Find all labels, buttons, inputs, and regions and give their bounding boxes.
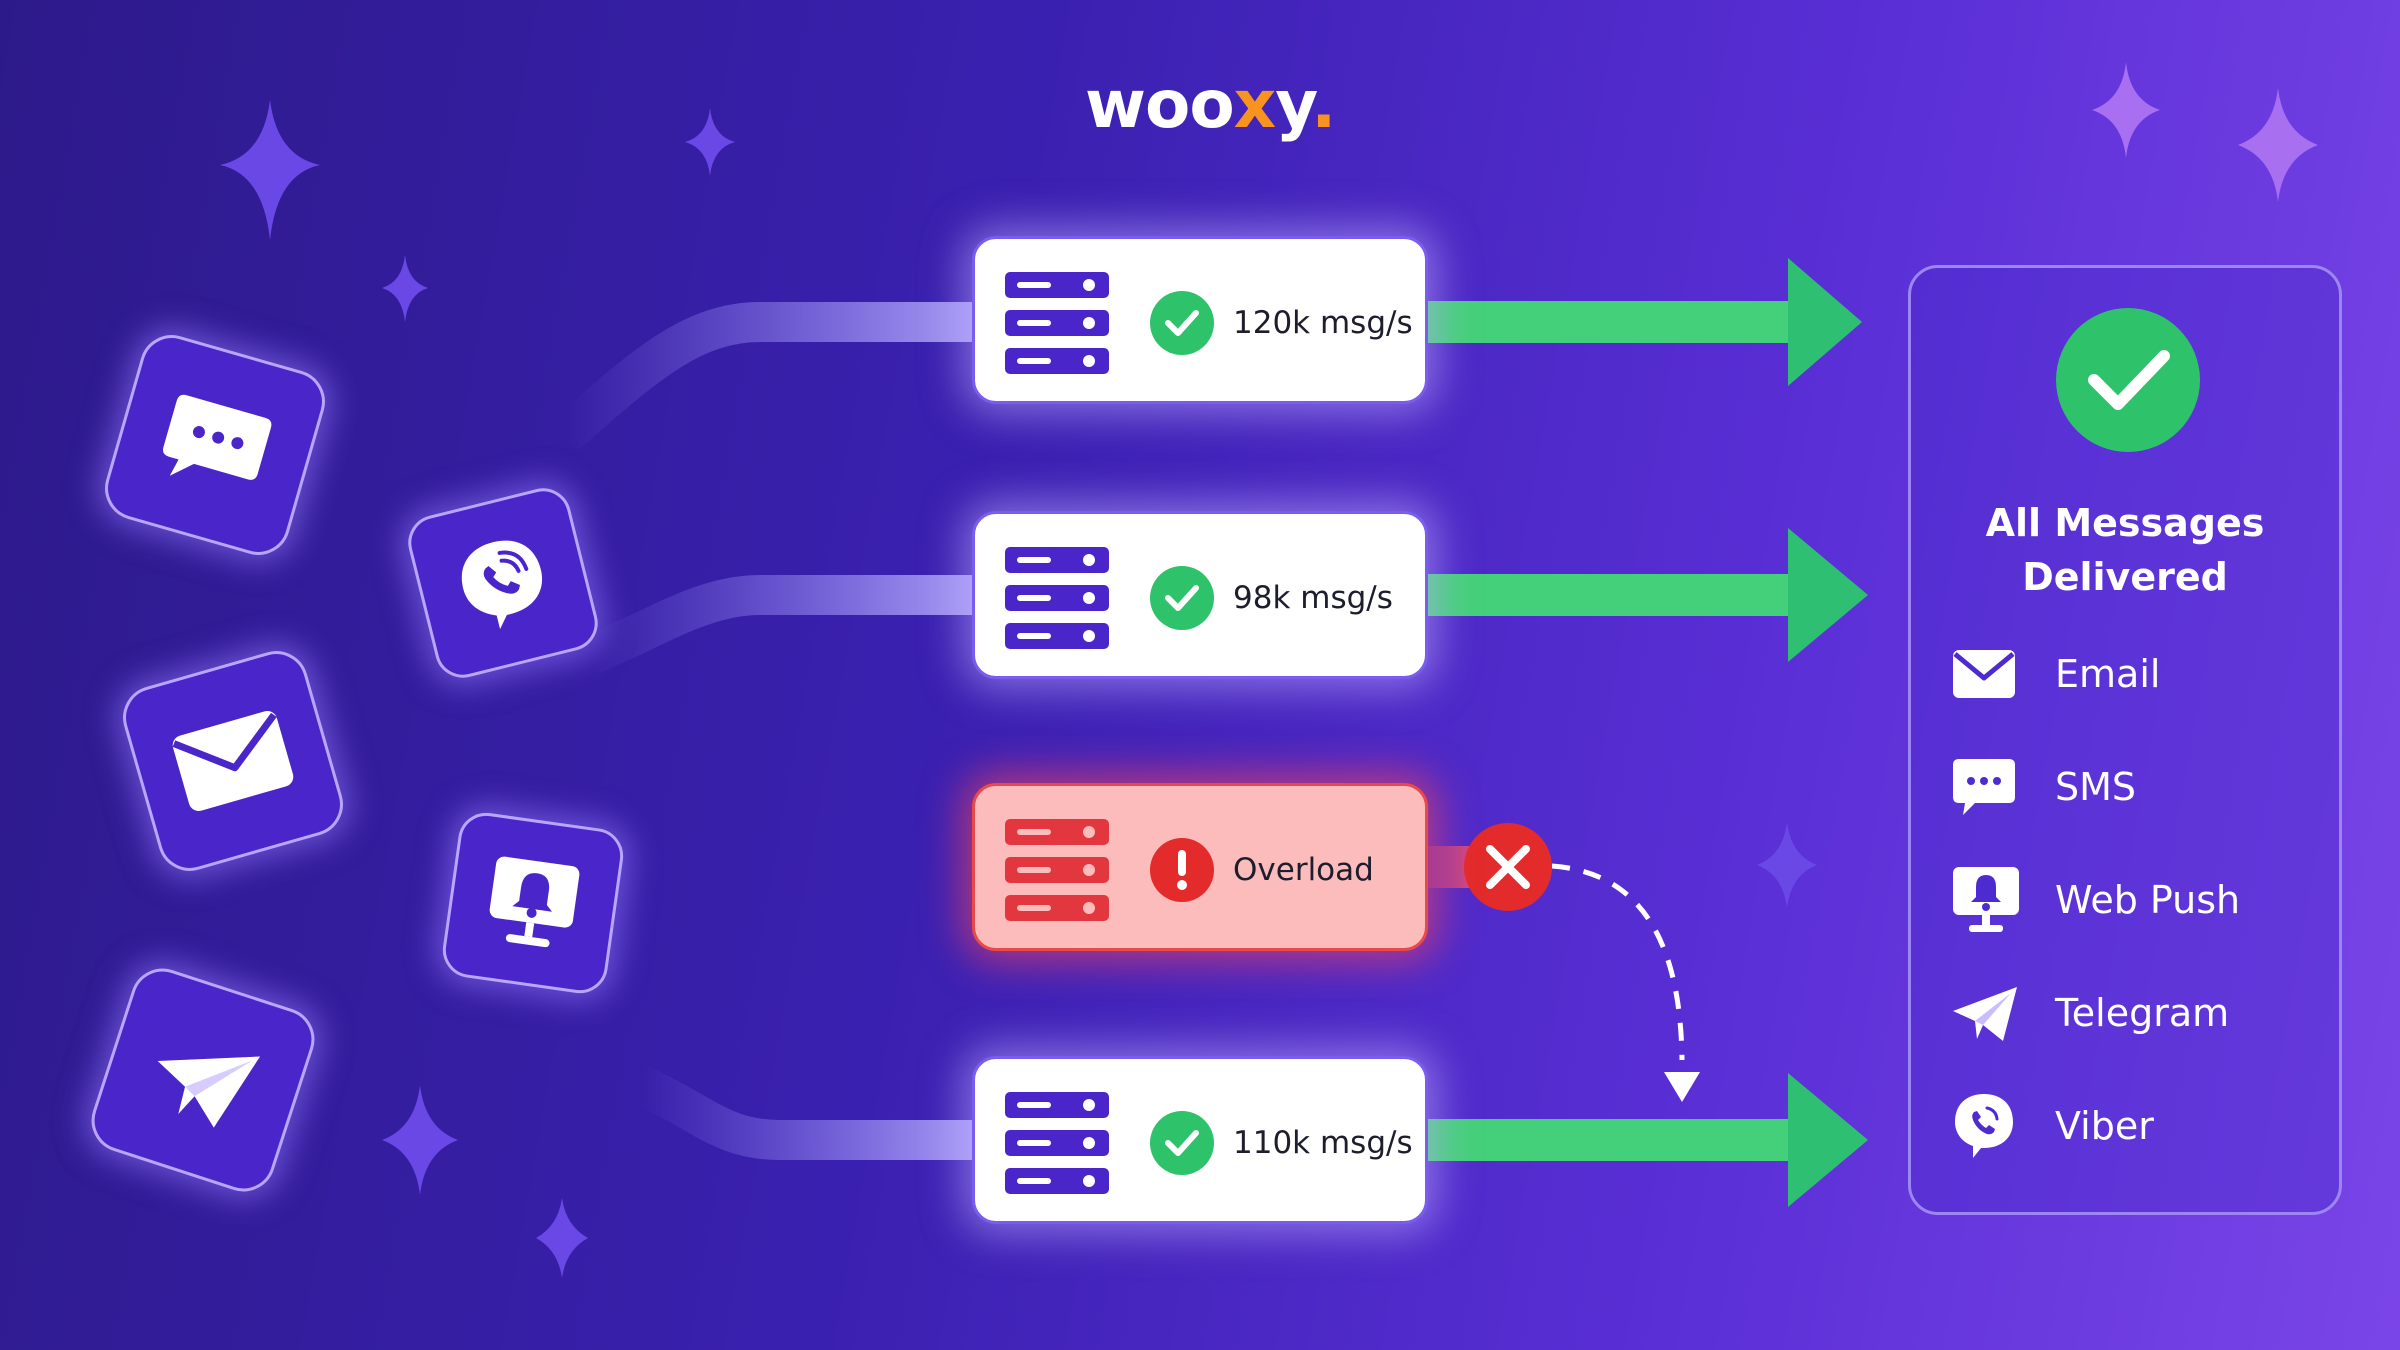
- source-telegram-tile: [83, 960, 323, 1200]
- sparkle-icon: [382, 255, 428, 322]
- exclamation-icon: [1177, 850, 1187, 890]
- failure-marker: [1464, 823, 1552, 911]
- channel-item-web-push: Web Push: [1951, 864, 2240, 977]
- channel-item-sms: SMS: [1951, 751, 2240, 864]
- channel-label: SMS: [2055, 765, 2137, 809]
- paper-plane-icon: [1953, 987, 2017, 1041]
- web-push-icon: [1953, 867, 2019, 932]
- throughput-label: 120k msg/s: [1233, 305, 1413, 341]
- server-rack-icon: [1005, 1092, 1109, 1194]
- chat-bubble-icon: [163, 394, 272, 480]
- status-ok-badge: [1150, 1111, 1214, 1175]
- arrow-4-shaft: [1428, 1119, 1790, 1161]
- incoming-lane-4: [632, 1066, 972, 1160]
- sparkle-icon: [382, 1085, 458, 1195]
- delivered-panel: All Messages Delivered Email SMS Web P: [1908, 265, 2342, 1215]
- envelope-icon: [172, 710, 294, 812]
- sparkle-icon: [685, 108, 735, 176]
- reroute-path: [1551, 863, 1685, 1061]
- server-card-4: 110k msg/s: [972, 1056, 1428, 1224]
- channel-item-viber: Viber: [1951, 1090, 2240, 1203]
- source-webpush-tile: [439, 809, 627, 997]
- sparkle-icon: [220, 100, 320, 240]
- server-rack-icon: [1005, 819, 1109, 921]
- sparkle-icon: [1757, 822, 1817, 908]
- channel-item-telegram: Telegram: [1951, 977, 2240, 1090]
- channel-label: Email: [2055, 652, 2161, 696]
- check-icon: [1165, 310, 1199, 336]
- check-icon: [2088, 350, 2170, 410]
- wooxy-logo: wooxy.: [1085, 72, 1336, 138]
- incoming-lane-1: [551, 302, 972, 451]
- reroute-arrowhead: [1664, 1072, 1700, 1102]
- server-rack-icon: [1005, 272, 1109, 374]
- server-rack-icon: [1005, 547, 1109, 649]
- source-email-tile: [115, 643, 351, 879]
- outgoing-arrows: [1428, 258, 1868, 1207]
- arrow-2-head: [1788, 528, 1868, 662]
- viber-icon: [461, 540, 542, 630]
- channel-list: Email SMS Web Push Telegram: [1951, 638, 2240, 1203]
- server-card-2: 98k msg/s: [972, 511, 1428, 679]
- server-card-3-overload: Overload: [972, 783, 1428, 951]
- arrow-2-shaft: [1428, 574, 1790, 616]
- status-ok-badge: [1150, 566, 1214, 630]
- arrow-1-shaft: [1428, 301, 1790, 343]
- panel-title-line-2: Delivered: [2022, 555, 2228, 599]
- viber-icon: [1955, 1094, 2013, 1158]
- delivered-status-badge: [2056, 308, 2200, 452]
- logo-text-a: woo: [1085, 66, 1235, 143]
- throughput-label: 98k msg/s: [1233, 580, 1393, 616]
- panel-title-line-1: All Messages: [1985, 501, 2265, 545]
- logo-text-b: y: [1275, 66, 1312, 143]
- source-viber-tile: [402, 482, 604, 684]
- overload-label: Overload: [1233, 852, 1374, 888]
- logo-dot: .: [1311, 66, 1336, 143]
- sparkle-decorations: [220, 100, 1817, 1278]
- channel-label: Telegram: [2055, 991, 2230, 1035]
- panel-title: All Messages Delivered: [1911, 496, 2339, 604]
- source-sms-tile: [97, 327, 333, 563]
- chat-bubble-icon: [1953, 759, 2015, 815]
- channel-label: Web Push: [2055, 878, 2241, 922]
- channel-label: Viber: [2055, 1104, 2154, 1148]
- sparkle-icon: [2238, 88, 2318, 202]
- server-card-1: 120k msg/s: [972, 236, 1428, 404]
- envelope-icon: [1953, 650, 2015, 698]
- check-icon: [1165, 585, 1199, 611]
- incoming-lane-2: [582, 575, 972, 674]
- throughput-label: 110k msg/s: [1233, 1125, 1413, 1161]
- check-icon: [1165, 1130, 1199, 1156]
- arrow-4-head: [1788, 1073, 1868, 1207]
- status-ok-badge: [1150, 291, 1214, 355]
- x-icon: [1486, 845, 1530, 889]
- status-error-badge: [1150, 838, 1214, 902]
- web-push-icon: [489, 856, 580, 948]
- sparkle-icon: [536, 1198, 588, 1278]
- channel-item-email: Email: [1951, 638, 2240, 751]
- logo-text-x: x: [1233, 66, 1277, 143]
- paper-plane-icon: [157, 1056, 261, 1128]
- arrow-1-head: [1788, 258, 1862, 386]
- sparkle-icon: [2092, 62, 2160, 158]
